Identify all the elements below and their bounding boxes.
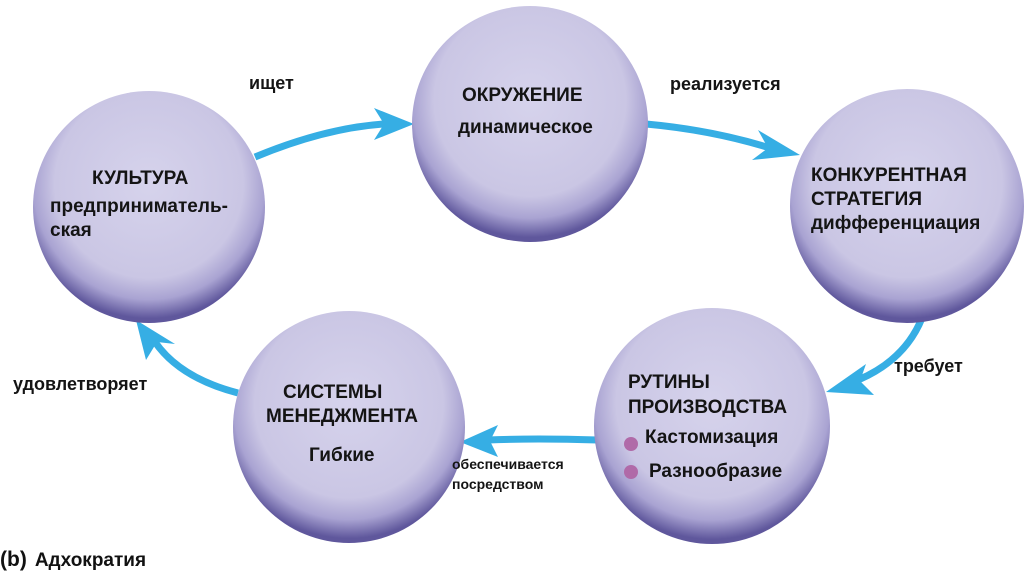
- arrow-environment-to-strategy: [645, 120, 772, 152]
- circle-strategy: [790, 89, 1024, 323]
- arrow-culture-to-environment: [253, 120, 385, 161]
- systems-title-line1: СИСТЕМЫ: [283, 382, 382, 403]
- bullet-dot-2: [624, 465, 638, 479]
- circle-systems: [233, 311, 465, 543]
- circle-routines: [594, 308, 830, 544]
- culture-title: КУЛЬТУРА: [92, 168, 189, 189]
- edge-label-provided-line2: посредством: [452, 476, 543, 492]
- environment-title: ОКРУЖЕНИЕ: [462, 85, 583, 106]
- arrow-strategy-to-routines: [856, 316, 926, 384]
- strategy-subtitle: дифференциация: [811, 213, 980, 234]
- routines-bullet-1: Кастомизация: [645, 427, 778, 448]
- edge-label-provided-line1: обеспечивается: [452, 456, 564, 472]
- culture-line1: предприниматель-: [50, 196, 228, 217]
- routines-bullet-2: Разнообразие: [649, 461, 782, 482]
- arrows-group: [136, 108, 926, 457]
- edge-label-seeks: ищет: [249, 73, 294, 93]
- caption-letter: (b): [0, 548, 27, 571]
- figure-caption: (b) Адхократия: [0, 548, 146, 572]
- routines-title-line1: РУТИНЫ: [628, 372, 710, 393]
- edge-label-implemented: реализуется: [670, 74, 781, 94]
- arrow-routines-to-systems: [487, 435, 599, 444]
- circle-culture: [33, 91, 265, 323]
- arrowhead-environment-to-strategy: [752, 130, 800, 160]
- arrowhead-systems-to-culture: [136, 320, 175, 360]
- edge-label-requires: требует: [894, 356, 963, 376]
- systems-title-line2: МЕНЕДЖМЕНТА: [266, 406, 418, 427]
- bullet-dot-1: [624, 437, 638, 451]
- systems-subtitle: Гибкие: [309, 445, 374, 466]
- routines-title-line2: ПРОИЗВОДСТВА: [628, 397, 787, 418]
- arrowhead-strategy-to-routines: [826, 364, 874, 395]
- strategy-title-line1: КОНКУРЕНТНАЯ: [811, 165, 967, 186]
- edge-label-satisfies: удовлетворяет: [13, 374, 147, 394]
- culture-line2: ская: [50, 220, 92, 241]
- circle-environment: [412, 6, 648, 242]
- arrow-systems-to-culture: [152, 339, 239, 397]
- arrowhead-routines-to-systems: [460, 425, 498, 457]
- strategy-title-line2: СТРАТЕГИЯ: [811, 189, 922, 210]
- caption-text: Адхократия: [34, 550, 147, 571]
- environment-subtitle: динамическое: [458, 117, 593, 138]
- arrowhead-culture-to-environment: [374, 108, 414, 140]
